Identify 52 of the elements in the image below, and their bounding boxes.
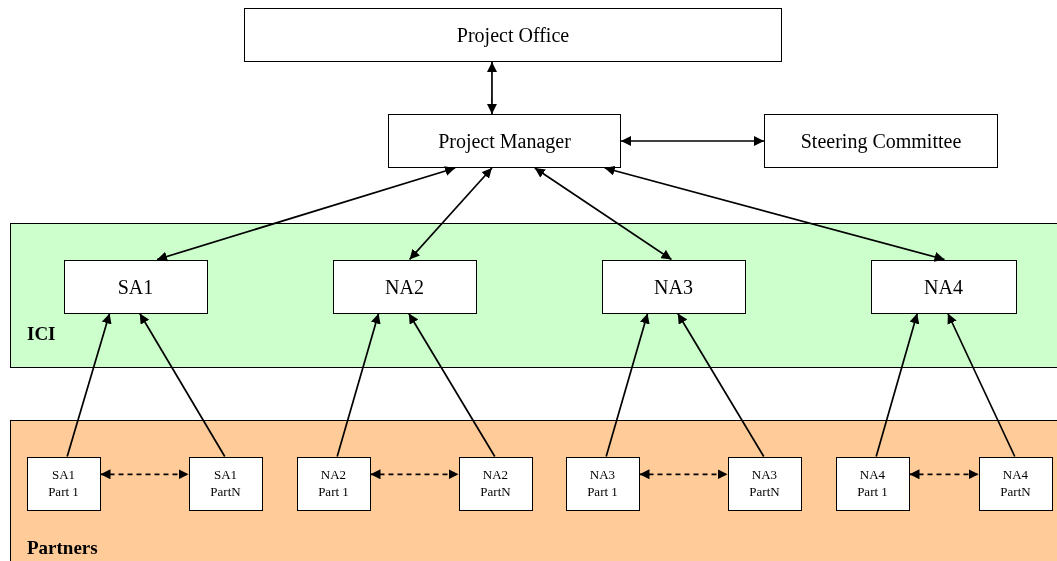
arrow [486, 61, 497, 115]
arrow [605, 312, 650, 458]
box-label: NA3 PartN [748, 467, 781, 500]
process-box [870, 259, 1017, 314]
box-label: NA2 PartN [479, 467, 512, 500]
group-title: Partners [27, 538, 98, 557]
box-label: Steering Committee [800, 129, 962, 153]
arrow [138, 312, 226, 458]
box-label: Project Office [456, 23, 570, 47]
process-box [332, 259, 477, 314]
process-box [388, 114, 621, 168]
process-box [565, 456, 640, 511]
box-label: NA2 [385, 274, 424, 299]
arrow [533, 167, 673, 261]
arrow [947, 312, 1016, 458]
box-label: NA4 Part 1 [856, 467, 889, 500]
process-box [296, 456, 371, 511]
box-label: NA3 Part 1 [586, 467, 619, 500]
arrow [156, 166, 456, 262]
group-band [10, 420, 1057, 561]
arrow [620, 136, 765, 146]
box-label: SA1 [117, 274, 154, 299]
box-label: SA1 PartN [209, 467, 242, 500]
arrow [408, 167, 493, 261]
process-box [26, 456, 101, 511]
arrow [603, 165, 946, 262]
process-box [63, 259, 208, 314]
arrow [407, 312, 496, 458]
arrow [638, 469, 729, 480]
box-label: NA2 Part 1 [317, 467, 350, 500]
arrow [336, 312, 381, 458]
process-box [458, 456, 533, 511]
box-label: NA3 [654, 274, 693, 299]
process-box [764, 114, 998, 168]
arrow [66, 312, 112, 458]
box-label: NA4 PartN [999, 467, 1032, 500]
process-box [978, 456, 1053, 511]
process-box [601, 259, 746, 314]
process-box [727, 456, 802, 511]
box-label: SA1 Part 1 [47, 467, 80, 500]
process-box [188, 456, 263, 511]
process-box [835, 456, 910, 511]
arrow [875, 312, 920, 458]
arrow [908, 469, 980, 480]
arrow [676, 312, 765, 458]
arrow [369, 469, 460, 480]
process-box [244, 8, 782, 62]
box-label: Project Manager [438, 129, 571, 153]
group-band [10, 223, 1057, 368]
group-title: ICI [27, 324, 56, 343]
box-label: NA4 [924, 274, 963, 299]
arrow [99, 469, 190, 480]
